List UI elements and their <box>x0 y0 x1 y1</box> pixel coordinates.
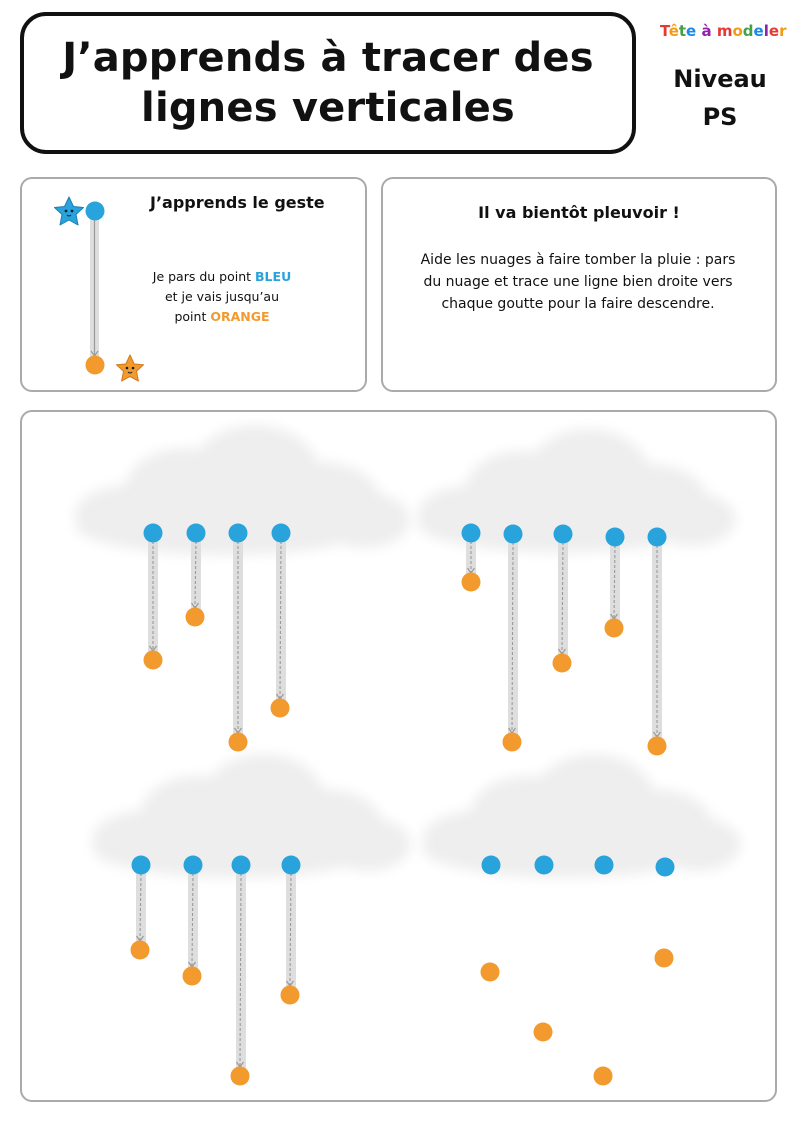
start-dot <box>231 855 251 875</box>
start-dot <box>143 523 163 543</box>
gesture-line-1-prefix: Je pars du point <box>152 269 256 284</box>
cloud-icon <box>422 754 741 878</box>
end-dot <box>593 1066 613 1086</box>
brand-letter: à <box>701 22 712 40</box>
brand-letter: T <box>660 22 669 40</box>
brand-letter: o <box>732 22 743 40</box>
end-dot <box>502 732 522 752</box>
start-dot <box>131 855 151 875</box>
brand-logo: Tête à modeler <box>660 22 786 40</box>
end-dot <box>280 985 300 1005</box>
instructions-text: Aide les nuages à faire tomber la pluie … <box>420 252 736 312</box>
guide-line <box>561 541 564 654</box>
brand-letter: e <box>686 22 697 40</box>
instructions-title: Il va bientôt pleuvoir ! <box>478 203 680 222</box>
start-dot <box>534 855 554 875</box>
end-dot <box>654 948 674 968</box>
guide-track <box>276 533 286 708</box>
orange-star-icon <box>116 354 144 382</box>
start-dot <box>271 523 291 543</box>
guide-line <box>194 540 197 608</box>
cloud-icon <box>75 425 410 555</box>
brand-letter: e <box>753 22 764 40</box>
guide-line <box>239 872 242 1067</box>
start-dot <box>594 855 614 875</box>
guide-track <box>191 533 201 617</box>
end-dot <box>552 653 572 673</box>
guide-line <box>289 872 292 986</box>
guide-line <box>613 544 616 619</box>
start-dot <box>228 523 248 543</box>
start-dot <box>655 857 675 877</box>
end-dot <box>130 940 150 960</box>
end-dot <box>461 572 481 592</box>
guide-line <box>511 541 514 733</box>
brand-letter: l <box>763 22 769 40</box>
end-dot <box>228 732 248 752</box>
cloud-icon <box>92 754 411 878</box>
end-dot <box>647 736 667 756</box>
guide-line <box>279 540 282 699</box>
blue-star-icon <box>54 196 84 226</box>
keyword-blue: BLEU <box>255 269 292 284</box>
start-dot <box>183 855 203 875</box>
brand-letter: m <box>716 22 733 40</box>
gesture-panel: J’apprends le geste Je pars du point BLE… <box>20 177 367 392</box>
guide-track <box>136 865 146 950</box>
brand-letter: r <box>779 22 787 40</box>
start-dot <box>281 855 301 875</box>
brand-letter: e <box>768 22 780 40</box>
gesture-title: J’apprends le geste <box>150 193 325 212</box>
title-line-2: lignes verticales <box>141 85 515 131</box>
gesture-line-2: et je vais jusqu’au <box>164 289 280 304</box>
end-dot <box>85 355 105 375</box>
guide-line <box>139 872 142 941</box>
gesture-instructions: Je pars du point BLEU et je vais jusqu’a… <box>147 267 297 327</box>
cloud-icon <box>417 429 736 553</box>
gesture-demo <box>54 196 144 382</box>
start-dot <box>85 201 105 221</box>
end-dot <box>480 962 500 982</box>
level-value: PS <box>702 103 738 131</box>
start-dot <box>553 524 573 544</box>
start-dot <box>461 523 481 543</box>
end-dot <box>182 966 202 986</box>
page-title: J’apprends à tracer des lignes verticale… <box>62 33 593 133</box>
end-dot <box>604 618 624 638</box>
start-dot <box>605 527 625 547</box>
start-dot <box>481 855 501 875</box>
guide-line <box>191 872 194 967</box>
brand-letter: ê <box>668 22 679 40</box>
end-dot <box>185 607 205 627</box>
end-dot <box>230 1066 250 1086</box>
level-label: Niveau PS <box>650 60 790 136</box>
end-dot <box>143 650 163 670</box>
start-dot <box>186 523 206 543</box>
brand-letter: t <box>678 22 687 40</box>
instructions-panel: Il va bientôt pleuvoir ! Aide les nuages… <box>381 177 777 392</box>
start-dot <box>503 524 523 544</box>
keyword-orange: ORANGE <box>210 309 270 324</box>
brand-letter: d <box>742 22 754 40</box>
end-dot <box>270 698 290 718</box>
title-box: J’apprends à tracer des lignes verticale… <box>20 12 636 154</box>
gesture-line-3-prefix: point <box>174 309 211 324</box>
title-line-1: J’apprends à tracer des <box>62 35 594 81</box>
start-dot <box>647 527 667 547</box>
end-dot <box>533 1022 553 1042</box>
level-name: Niveau <box>673 65 767 93</box>
